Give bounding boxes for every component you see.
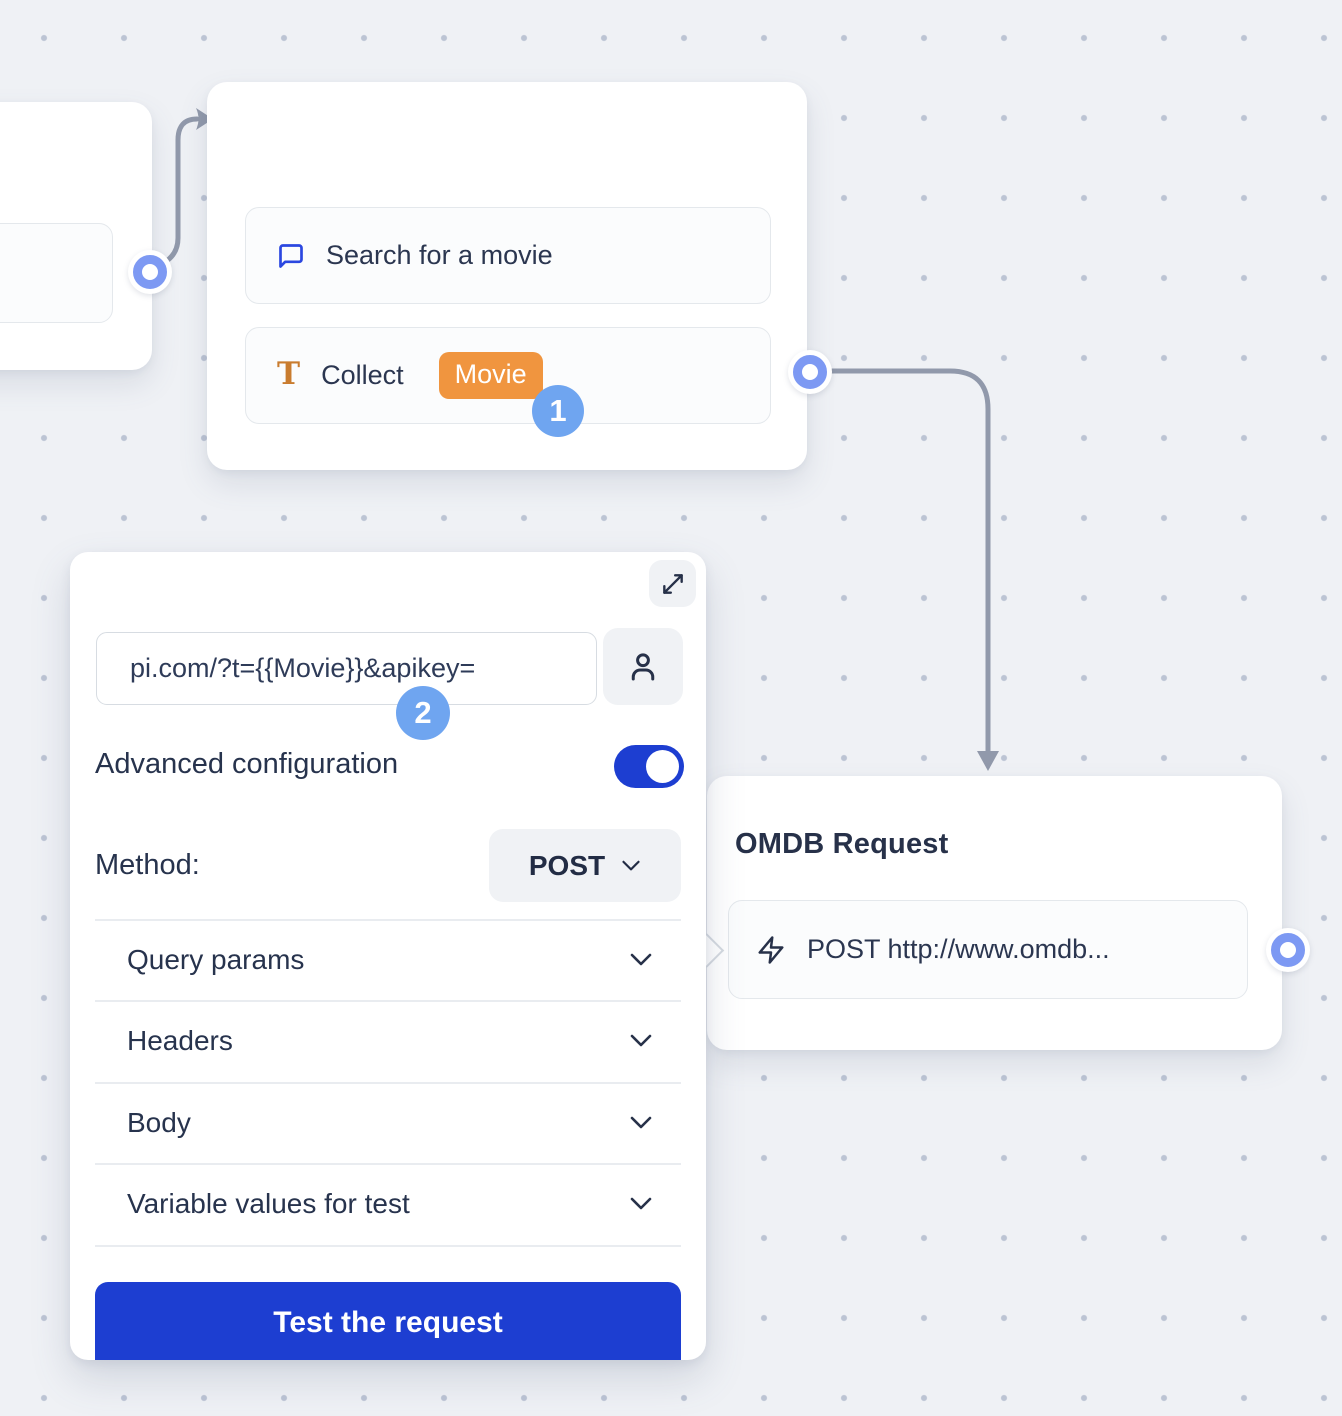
chat-bubble-icon	[277, 242, 305, 270]
chevron-down-icon	[629, 1033, 653, 1049]
chevron-down-icon	[629, 1196, 653, 1212]
port-ring	[133, 255, 167, 289]
section-variable-values[interactable]: Variable values for test	[95, 1164, 681, 1244]
section-label: Variable values for test	[127, 1188, 410, 1219]
question-label: Search for a movie	[326, 240, 553, 270]
method-dropdown[interactable]: POST	[489, 829, 681, 902]
connector-line-into-movie-search	[154, 116, 200, 269]
chevron-down-icon	[621, 859, 641, 873]
chevron-down-icon	[629, 952, 653, 968]
url-input[interactable]	[96, 632, 597, 705]
section-body[interactable]: Body	[95, 1083, 681, 1163]
webhook-request-block[interactable]: POST http://www.omdb...	[728, 900, 1248, 999]
method-label: Method:	[95, 849, 200, 881]
divider	[95, 1000, 681, 1002]
divider	[95, 1163, 681, 1165]
toggle-knob	[646, 750, 679, 783]
advanced-configuration-label: Advanced configuration	[95, 748, 399, 780]
method-value: POST	[528, 849, 606, 881]
divider	[95, 1245, 681, 1247]
collect-label: Collect	[321, 360, 404, 390]
connector-line-into-omdb	[827, 368, 991, 755]
text-type-icon: T	[277, 356, 301, 392]
step-badge-2: 2	[396, 686, 450, 740]
divider	[95, 1082, 681, 1084]
section-label: Query params	[127, 944, 305, 975]
port-ring	[793, 355, 827, 389]
section-headers[interactable]: Headers	[95, 1001, 681, 1081]
advanced-configuration-toggle[interactable]	[614, 745, 684, 788]
divider	[95, 919, 681, 921]
partial-node-item[interactable]	[0, 223, 113, 323]
section-label: Headers	[127, 1025, 233, 1056]
person-icon	[625, 649, 661, 685]
expand-icon	[660, 571, 686, 597]
expand-button[interactable]	[649, 560, 696, 607]
collect-variable-block[interactable]: T Collect Movie	[245, 327, 771, 424]
port-ring	[1271, 933, 1305, 967]
connector-arrowhead-down	[977, 751, 999, 771]
connector-port-left-node[interactable]	[128, 250, 172, 294]
section-query-params[interactable]: Query params	[95, 920, 681, 1000]
lightning-icon	[756, 935, 786, 965]
test-request-button[interactable]: Test the request	[95, 1282, 681, 1360]
question-text-block[interactable]: Search for a movie	[245, 207, 771, 304]
omdb-request-node[interactable]: OMDB Request POST http://www.omdb...	[707, 776, 1282, 1050]
user-variable-button[interactable]	[603, 628, 683, 705]
partial-node-card[interactable]	[0, 102, 152, 370]
node-title: OMDB Request	[735, 828, 949, 860]
variable-tag-movie[interactable]: Movie	[438, 352, 543, 399]
step-badge-1: 1	[532, 385, 584, 437]
movie-search-node[interactable]: Movie search Search for a movie T Collec…	[207, 82, 807, 470]
webhook-config-panel[interactable]: Advanced configuration Method: POST Quer…	[70, 552, 706, 1360]
chevron-down-icon	[629, 1115, 653, 1131]
section-label: Body	[127, 1107, 191, 1138]
webhook-request-label: POST http://www.omdb...	[807, 934, 1110, 964]
connector-port-movie-search[interactable]	[788, 350, 832, 394]
connector-port-omdb[interactable]	[1266, 928, 1310, 972]
